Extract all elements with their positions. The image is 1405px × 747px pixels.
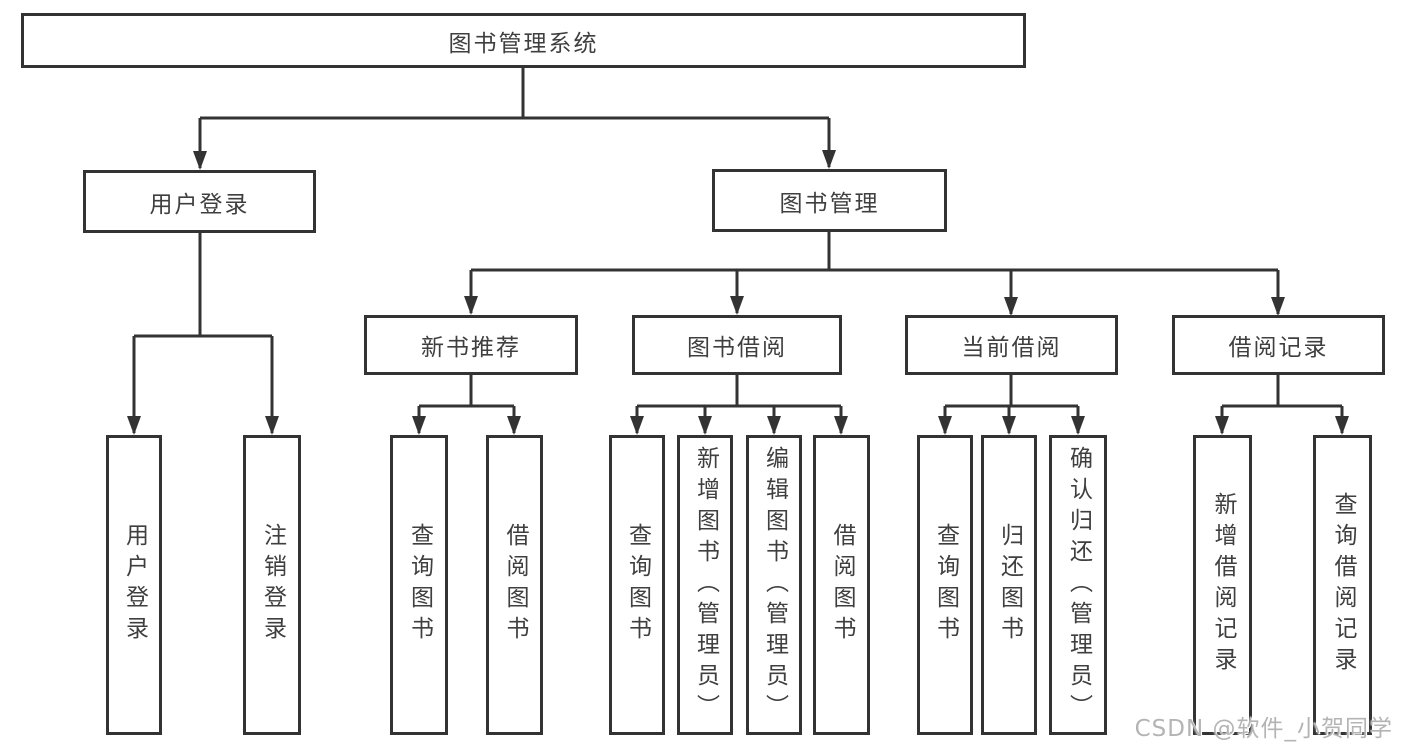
leaf-records-add-record: 新增借阅记录: [1193, 435, 1252, 735]
leaf-logout-login: 注销登录: [243, 435, 301, 735]
node-user-login: 用户登录: [83, 170, 316, 233]
node-current-borrowing: 当前借阅: [905, 315, 1118, 375]
node-book-management: 图书管理: [712, 169, 947, 232]
leaf-recommend-borrow-books: 借阅图书: [486, 435, 543, 735]
leaf-current-confirm-return-admin: 确认归还（管理员）: [1049, 435, 1107, 735]
node-new-book-recommendation: 新书推荐: [364, 315, 578, 375]
leaf-recommend-query-books: 查询图书: [390, 435, 448, 735]
leaf-borrowing-borrow-books: 借阅图书: [813, 435, 870, 735]
leaf-records-query-record: 查询借阅记录: [1313, 435, 1372, 735]
watermark: CSDN @软件_小贺同学: [1134, 716, 1393, 742]
leaf-user-login: 用户登录: [106, 435, 162, 735]
node-borrowing-records: 借阅记录: [1172, 315, 1385, 375]
leaf-current-query-books: 查询图书: [917, 435, 973, 735]
leaf-borrowing-edit-books-admin: 编辑图书（管理员）: [746, 435, 802, 735]
leaf-borrowing-add-books-admin: 新增图书（管理员）: [677, 435, 733, 735]
node-book-borrowing: 图书借阅: [632, 315, 842, 375]
leaf-borrowing-query-books: 查询图书: [609, 435, 665, 735]
node-library-management-system: 图书管理系统: [21, 13, 1026, 68]
leaf-current-return-books: 归还图书: [981, 435, 1037, 735]
